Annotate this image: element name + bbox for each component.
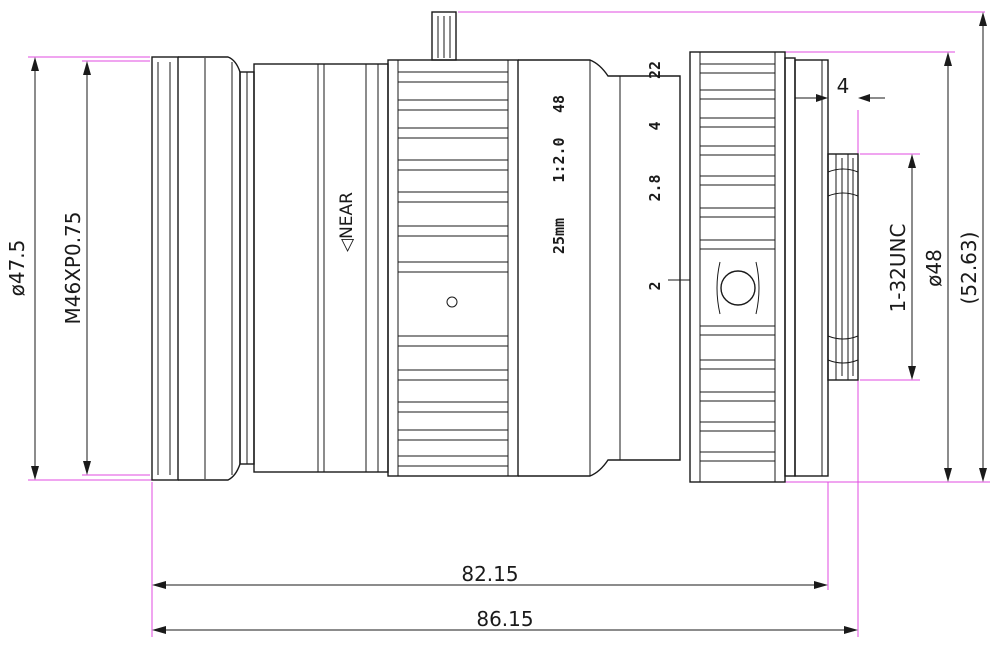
f-stop-48: 48 <box>550 95 568 113</box>
lens-body <box>151 11 859 483</box>
iris-lock-screw-icon <box>720 270 756 306</box>
dim-diameter-52-63: (52.63) <box>957 232 981 305</box>
dim-flange-4: 4 <box>837 74 850 98</box>
dim-thread-m46: M46XP0.75 <box>61 212 85 325</box>
dim-diameter-48: ø48 <box>922 249 946 287</box>
iris-ring-grooves <box>699 63 776 462</box>
near-label: ◁NEAR <box>337 192 357 252</box>
dim-length-86-15: 86.15 <box>476 607 533 631</box>
dimension-lines <box>31 12 987 634</box>
focal-length-label: 25mm <box>550 218 568 254</box>
focus-screw-icon <box>446 296 458 308</box>
f-stop-2: 2 <box>646 281 664 290</box>
f-stop-4: 4 <box>646 121 664 130</box>
focus-ring-grooves <box>397 71 509 467</box>
c-mount-thread <box>827 153 859 381</box>
extension-lines <box>28 11 990 637</box>
thread-lines <box>827 154 859 380</box>
dim-diameter-47-5: ø47.5 <box>5 240 29 297</box>
dim-thread-unc: 1-32UNC <box>886 224 910 313</box>
dim-length-82-15: 82.15 <box>461 562 518 586</box>
max-aperture-label: 1:2.0 <box>550 137 568 182</box>
f-stop-22: 22 <box>646 61 664 79</box>
focus-lock-knob <box>431 11 457 61</box>
f-stop-2-8: 2.8 <box>646 174 664 201</box>
